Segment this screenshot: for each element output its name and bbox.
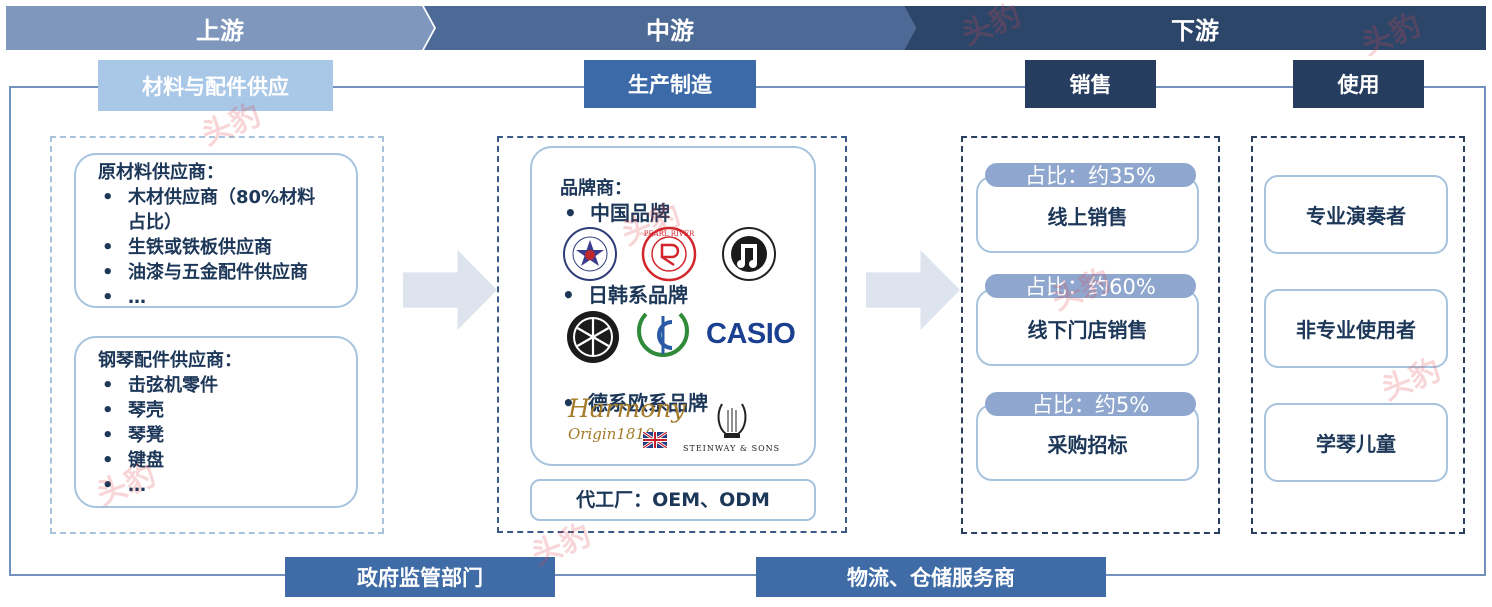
- piano-parts-title: 钢琴配件供应商：: [98, 350, 242, 371]
- hailun-logo-icon: [722, 227, 776, 281]
- xinghai-logo-icon: [563, 227, 617, 281]
- sales-panel: [961, 136, 1220, 534]
- casio-logo: CASIO: [706, 318, 796, 350]
- raw-item-text: …: [128, 287, 146, 308]
- offline-share-label: 占比：约60%: [1025, 275, 1156, 299]
- stage-sales-label: 销售: [1069, 73, 1112, 97]
- raw-item-paint: •油漆与五金配件供应商: [102, 262, 308, 283]
- parts-item-text: 琴凳: [128, 425, 164, 446]
- upstream-header: 上游: [6, 6, 434, 50]
- piano-parts-box: 钢琴配件供应商： •击弦机零件 •琴壳 •琴凳 •键盘 •…: [74, 336, 358, 508]
- usage-amateur-label: 非专业使用者: [1296, 318, 1416, 342]
- stage-manufacturing-label: 生产制造: [628, 73, 712, 97]
- online-share-pill: 占比：约35%: [985, 163, 1196, 188]
- usage-box-amateur: 非专业使用者: [1264, 289, 1448, 368]
- oem-box: 代工厂：OEM、ODM: [530, 479, 816, 521]
- gov-regulator-label: 政府监管部门: [357, 566, 483, 590]
- pearl-river-text: PEARL RIVER: [644, 230, 695, 238]
- tender-share-pill: 占比：约5%: [985, 392, 1196, 417]
- brand-title: 品牌商：: [560, 178, 632, 199]
- raw-item-text: 木材供应商（80%材料: [128, 187, 316, 208]
- online-sales-label: 线上销售: [1047, 205, 1128, 229]
- raw-item-wood-cont: 占比）: [98, 210, 356, 235]
- raw-item-iron: •生铁或铁板供应商: [102, 237, 272, 258]
- oem-label: 代工厂：OEM、ODM: [576, 488, 770, 511]
- raw-item-text: 油漆与五金配件供应商: [128, 262, 308, 283]
- downstream-header: 下游: [904, 6, 1486, 50]
- stage-usage: 使用: [1293, 60, 1424, 108]
- gov-regulator-bar: 政府监管部门: [285, 557, 555, 597]
- cn-brand-heading: •中国品牌: [564, 201, 670, 225]
- raw-item-text: 生铁或铁板供应商: [128, 237, 272, 258]
- usage-children-label: 学琴儿童: [1316, 432, 1396, 456]
- raw-item-wood: •木材供应商（80%材料: [102, 187, 316, 208]
- steinway-lyre-icon: [717, 403, 747, 438]
- tender-sales-label: 采购招标: [1047, 433, 1128, 457]
- midstream-panel: [497, 136, 847, 533]
- parts-item-text: 键盘: [128, 450, 164, 471]
- tender-share-label: 占比：约5%: [1031, 393, 1150, 417]
- parts-item-case: •琴壳: [102, 400, 164, 421]
- yamaha-logo-icon: [567, 311, 619, 363]
- parts-item-keyboard: •键盘: [102, 450, 164, 471]
- usage-box-pro: 专业演奏者: [1264, 175, 1448, 254]
- harmony-logo-origin: Origin1810: [568, 425, 655, 443]
- steinway-wordmark: STEINWAY & SONS: [683, 444, 781, 453]
- parts-item-more: •…: [102, 475, 146, 496]
- downstream-header-label: 下游: [1171, 16, 1219, 45]
- parts-item-text: 击弦机零件: [128, 375, 218, 396]
- pearl-river-logo-icon: PEARL RIVER: [641, 226, 697, 282]
- cn-brand-label: 中国品牌: [590, 201, 670, 225]
- raw-item-more: •…: [102, 287, 146, 308]
- midstream-header-label: 中游: [646, 16, 694, 45]
- online-share-label: 占比：约35%: [1025, 164, 1156, 188]
- midstream-header: 中游: [424, 6, 916, 50]
- tender-sales-box: 采购招标: [976, 404, 1199, 481]
- harmony-logo-title: Harmony: [568, 394, 686, 423]
- upstream-panel: [50, 136, 384, 534]
- logistics-label: 物流、仓储服务商: [847, 566, 1015, 590]
- logistics-bar: 物流、仓储服务商: [756, 557, 1106, 597]
- harmony-logo: Harmony Origin1810: [568, 394, 686, 454]
- raw-material-title: 原材料供应商：: [98, 162, 224, 183]
- brand-box: 品牌商： •中国品牌: [530, 146, 816, 466]
- stage-materials-label: 材料与配件供应: [142, 74, 289, 99]
- offline-sales-label: 线下门店销售: [1027, 318, 1148, 342]
- upstream-header-label: 上游: [196, 16, 244, 45]
- usage-box-children: 学琴儿童: [1264, 403, 1448, 482]
- stage-materials: 材料与配件供应: [98, 60, 333, 111]
- raw-item-text: 占比）: [128, 212, 182, 233]
- uk-flag-icon: [643, 432, 667, 448]
- raw-material-box: 原材料供应商： •木材供应商（80%材料 占比） •生铁或铁板供应商 •油漆与五…: [74, 153, 358, 308]
- jk-brand-label: 日韩系品牌: [588, 283, 688, 307]
- stage-usage-label: 使用: [1337, 73, 1380, 97]
- offline-share-pill: 占比：约60%: [985, 274, 1196, 299]
- samick-logo-icon: [637, 312, 689, 357]
- parts-item-action: •击弦机零件: [102, 375, 218, 396]
- stage-manufacturing: 生产制造: [584, 60, 756, 108]
- usage-panel: [1251, 136, 1465, 534]
- parts-item-text: 琴壳: [128, 400, 164, 421]
- eu-brand-heading: •德系欧系品牌: [562, 391, 708, 415]
- stage-sales: 销售: [1025, 60, 1156, 108]
- online-sales-box: 线上销售: [976, 176, 1199, 253]
- usage-pro-label: 专业演奏者: [1306, 204, 1406, 228]
- parts-item-bench: •琴凳: [102, 425, 164, 446]
- jk-brand-heading: •日韩系品牌: [562, 283, 688, 307]
- eu-brand-label: 德系欧系品牌: [588, 391, 708, 415]
- parts-item-text: …: [128, 475, 146, 496]
- offline-sales-box: 线下门店销售: [976, 289, 1199, 366]
